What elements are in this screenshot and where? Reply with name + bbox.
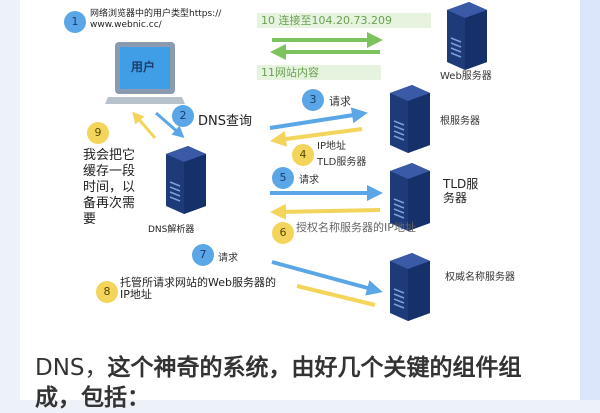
step-9-line: 要	[83, 212, 97, 227]
dns-resolver-label: DNS解析器	[148, 225, 195, 235]
step-3-badge: 3	[302, 89, 324, 111]
step-1-badge: 1	[64, 11, 86, 33]
heading-main: 这个神奇的系统，由好几个关键的组件组	[107, 355, 522, 381]
arrow-reply-root	[270, 127, 363, 147]
step-1-line1: 网络浏览器中的用户类型https://	[90, 9, 222, 19]
arrow-reply-tld	[270, 203, 381, 220]
step-9-line: 缓存一段	[83, 164, 136, 179]
step-4-badge: 4	[292, 144, 314, 166]
authoritative-server-icon	[389, 252, 431, 322]
step-5-badge: 5	[272, 167, 294, 189]
step-6-badge: 6	[272, 222, 294, 244]
step-9-line: 我会把它	[83, 148, 136, 163]
step-2-text: DNS查询	[198, 114, 252, 129]
step-4-line1: IP地址	[317, 141, 346, 152]
diagram-graphics	[105, 1, 488, 322]
step-11-label: 11网站内容	[257, 65, 381, 80]
step-1-text: 网络浏览器中的用户类型https:// www.webnic.cc/	[90, 9, 221, 31]
step-3-text: 请求	[329, 95, 351, 108]
step-4-line2: TLD服务器	[317, 157, 367, 168]
step-9-line: 时间，以	[83, 180, 136, 195]
step-8-badge: 8	[96, 281, 118, 303]
root-server-label: 根服务器	[440, 116, 480, 127]
arrow-request-root	[269, 107, 368, 130]
dns-resolver-icon	[165, 145, 207, 215]
authoritative-server-label: 权威名称服务器	[445, 272, 515, 283]
arrow-request-auth	[271, 260, 383, 296]
tld-server-label: TLD服 务器	[443, 177, 478, 205]
step-6-text: 授权名称服务器的IP地址	[296, 221, 416, 234]
step-9-badge: 9	[87, 122, 109, 144]
web-server-icon	[446, 1, 488, 71]
step-5-text: 请求	[299, 175, 319, 186]
step-4-text: IP地址 TLD服务器	[317, 139, 366, 171]
step-10-label: 10 连接至104.20.73.209	[257, 13, 431, 28]
tld-label-line1: TLD服	[443, 177, 479, 191]
root-server-icon	[389, 84, 431, 154]
heading-line2: 成，包括：	[35, 385, 150, 411]
step-8-line1: 托管所请求网站的Web服务器的	[120, 276, 276, 289]
arrow-reply-auth	[296, 284, 376, 307]
web-server-label: Web服务器	[440, 71, 492, 82]
step-7-badge: 7	[192, 244, 214, 266]
step-2-badge: 2	[172, 105, 194, 127]
section-heading: DNS，这个神奇的系统，由好几个关键的组件组 成，包括：	[35, 353, 522, 413]
tld-label-line2: 务器	[443, 191, 468, 205]
user-label: 用户	[131, 60, 156, 74]
arrow-answer-user	[132, 111, 157, 139]
side-strip	[580, 0, 600, 400]
step-8-text: 托管所请求网站的Web服务器的 IP地址	[120, 277, 276, 301]
step-8-line2: IP地址	[120, 288, 152, 301]
step-1-line2: www.webnic.cc/	[90, 20, 162, 30]
arrow-dns-query	[155, 111, 185, 138]
step-7-text: 请求	[218, 253, 238, 264]
step-9-text: 我会把它 缓存一段 时间，以 备再次需 要	[83, 148, 135, 228]
step-9-line: 备再次需	[83, 196, 136, 211]
heading-prefix: DNS，	[35, 355, 108, 381]
laptop-icon	[105, 42, 185, 104]
